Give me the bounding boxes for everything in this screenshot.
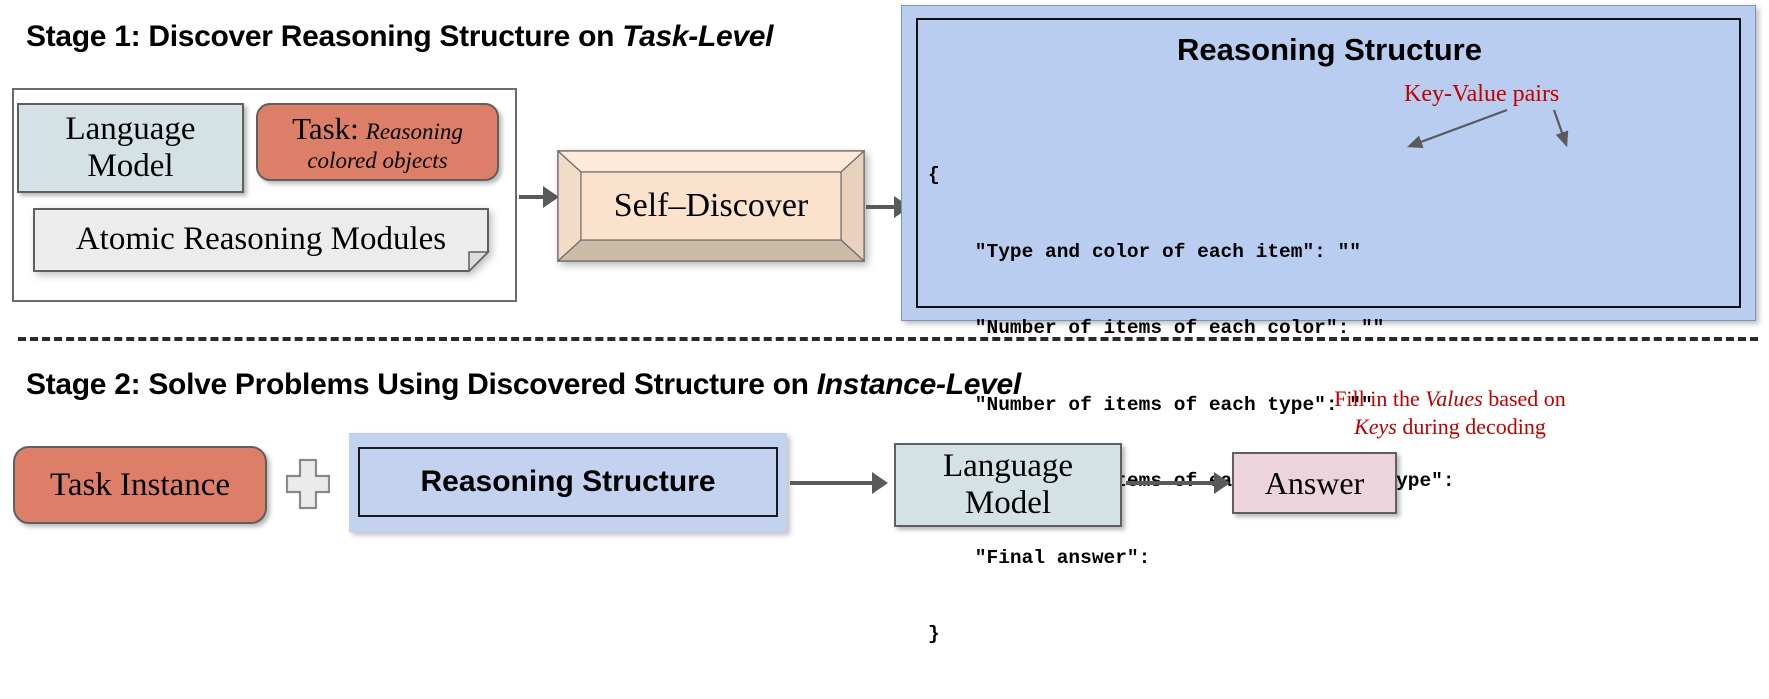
fill-values-note-line2: Keys during decoding — [1295, 413, 1605, 441]
self-discover-3d-shape — [557, 150, 865, 262]
task-value-line2: colored objects — [307, 147, 448, 173]
code-line-1: "Type and color of each item": "" — [928, 240, 1361, 263]
arrow-inputs-to-selfdiscover — [519, 186, 559, 208]
document-shape-icon — [33, 208, 490, 273]
language-model-stage2-line2: Model — [964, 485, 1052, 521]
note-line1-c: based on — [1482, 386, 1566, 411]
note-keys-emphasis: Keys — [1354, 414, 1397, 439]
reasoning-structure-panel: Reasoning Structure Key-Value pairs { "T… — [901, 5, 1756, 645]
self-discover-box[interactable]: Self–Discover — [557, 150, 865, 262]
code-line-0: { — [928, 164, 940, 186]
arrow-lm-to-answer — [1126, 472, 1231, 494]
reasoning-structure-box-stage2[interactable]: Reasoning Structure — [349, 433, 787, 532]
language-model-box-stage2[interactable]: Language Model — [894, 443, 1122, 527]
language-model-stage2-line1: Language — [942, 448, 1074, 484]
arrow-structure-to-lm — [790, 472, 890, 494]
key-value-annotation-arrows — [1406, 108, 1569, 148]
language-model-label-line1: Language — [65, 111, 196, 147]
atomic-reasoning-modules-label: Atomic Reasoning Modules — [75, 220, 447, 257]
answer-label: Answer — [1264, 464, 1365, 501]
code-line-2: "Number of items of each color": "" — [928, 317, 1385, 339]
stage2-title-main: Stage 2: Solve Problems Using Discovered… — [26, 368, 817, 401]
answer-box[interactable]: Answer — [1232, 452, 1397, 514]
reasoning-structure-panel-border — [916, 18, 1741, 308]
task-instance-box[interactable]: Task Instance — [13, 446, 267, 524]
code-line-5: "Final answer": — [928, 546, 1151, 569]
note-values-emphasis: Values — [1425, 386, 1483, 411]
plus-icon-shape — [285, 458, 331, 510]
reasoning-structure-heading: Reasoning Structure — [1177, 32, 1482, 67]
plus-icon — [285, 458, 331, 510]
atomic-reasoning-modules-box[interactable]: Atomic Reasoning Modules — [33, 208, 490, 273]
task-value-line1: Reasoning — [365, 118, 463, 144]
stage1-title-main: Stage 1: Discover Reasoning Structure on — [26, 20, 623, 53]
note-line2-b: during decoding — [1396, 414, 1546, 439]
stage1-title: Stage 1: Discover Reasoning Structure on… — [26, 20, 773, 54]
language-model-label-line2: Model — [87, 148, 174, 184]
code-line-6: } — [928, 623, 940, 645]
task-box[interactable]: Task: Reasoning colored objects — [256, 103, 499, 181]
reasoning-structure-box-inner: Reasoning Structure — [358, 447, 778, 517]
task-label: Task: — [292, 110, 359, 146]
reasoning-structure-label-stage2: Reasoning Structure — [420, 465, 716, 498]
stage2-title-emphasis: Instance-Level — [816, 368, 1022, 401]
stage2-title: Stage 2: Solve Problems Using Discovered… — [26, 368, 1021, 402]
code-line-3: "Number of items of each type": "" — [928, 393, 1373, 416]
self-discover-label: Self–Discover — [613, 187, 809, 224]
task-instance-label: Task Instance — [49, 466, 231, 503]
language-model-box-stage1[interactable]: Language Model — [17, 103, 244, 193]
note-line1-a: Fill in the — [1334, 386, 1426, 411]
fill-values-note: Fill in the Values based on Keys during … — [1295, 385, 1605, 441]
stage1-title-emphasis: Task-Level — [622, 20, 774, 53]
key-value-pairs-annotation: Key-Value pairs — [1404, 81, 1560, 107]
fill-values-note-line1: Fill in the Values based on — [1295, 385, 1605, 413]
stage-separator — [18, 337, 1758, 341]
